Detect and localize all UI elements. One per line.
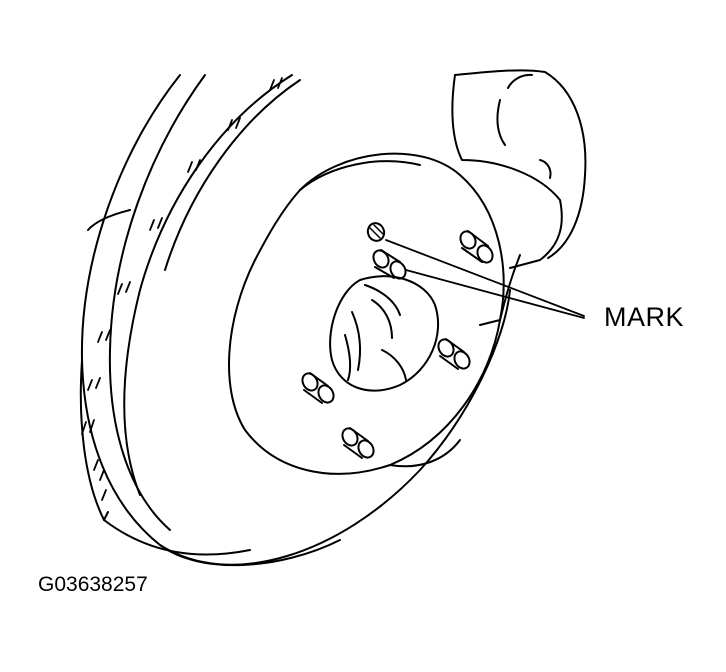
mark-callout-label: MARK [604, 302, 685, 332]
mark-leader-lines [386, 240, 584, 318]
wheel-stud-bottom [339, 426, 376, 461]
rotor-disc [81, 75, 510, 565]
wheel-stud-marked [370, 248, 408, 282]
hub-cap [330, 276, 438, 390]
caliper-bracket [452, 70, 585, 325]
wheel-stud-left [299, 371, 336, 406]
wheel-stud-right [435, 337, 472, 372]
figure-id: G03638257 [38, 573, 148, 596]
hub-face [229, 154, 504, 474]
wheel-stud-top-right [457, 229, 495, 266]
rotor-vent-marks [82, 78, 282, 500]
rotor-alignment-mark [365, 221, 386, 243]
